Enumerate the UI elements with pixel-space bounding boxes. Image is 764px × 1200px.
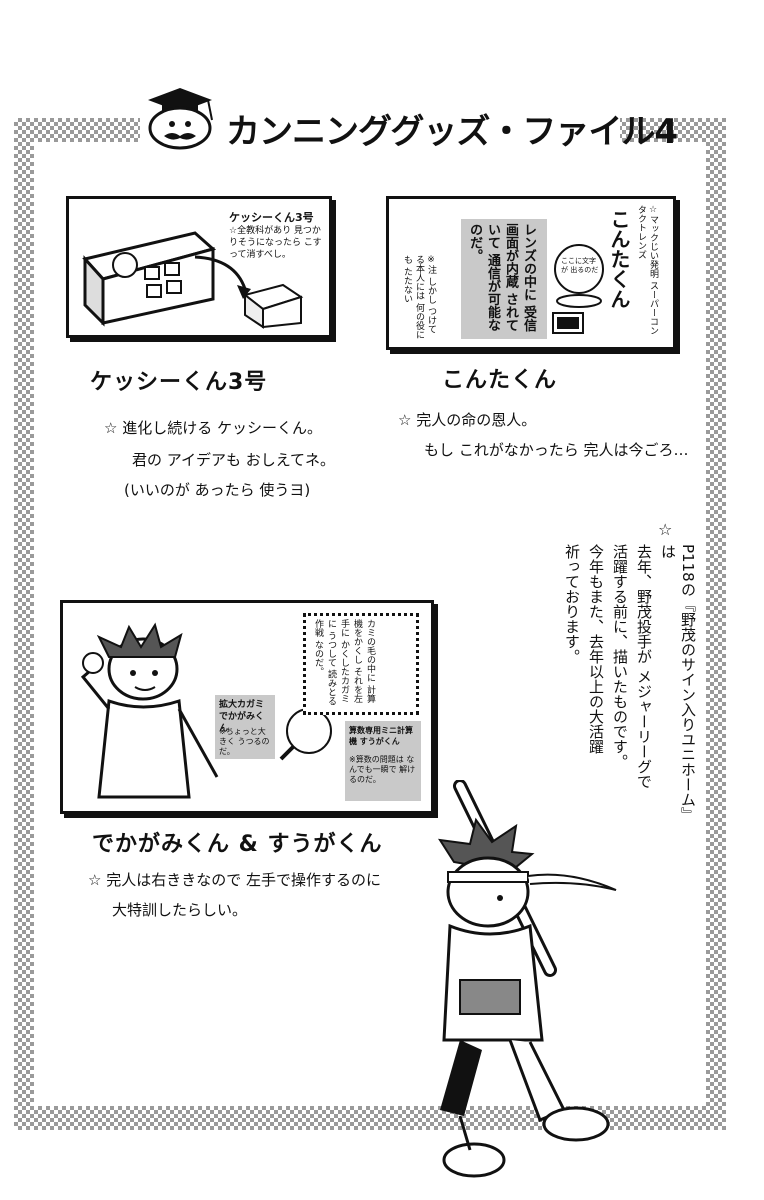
- side-note-line-1: P118の『野茂のサイン入りユニホーム』は: [659, 544, 697, 822]
- kesshi-caption: ケッシーくん3号: [90, 370, 268, 395]
- side-note: ☆ P118の『野茂のサイン入りユニホーム』は 去年、野茂投手が メジャーリーグ…: [530, 520, 697, 822]
- calculator-box: [345, 721, 421, 801]
- kontakun-text-box: [461, 219, 547, 339]
- kontakun-maker: ☆マックじい発明 スーパーコンタクトレンズ: [636, 205, 658, 335]
- lens-screen-text: ここに文字が 出るのだ: [561, 257, 599, 274]
- kontakun-product-name: こんたくん: [607, 209, 631, 309]
- dekagami-comment-2: 大特訓したらしい。: [112, 901, 248, 919]
- kontakun-note: ※注 しかし つけてる本人には 何の役にも たたない: [402, 255, 436, 339]
- page-title: カンニンググッズ・ファイル4: [226, 112, 678, 152]
- kontakun-comment-2: もし これがなかったら 完人は今ごろ…: [424, 441, 689, 459]
- calc-text: カミの毛の中に 計算機をかくし それを左手に かくしたカガミに うつして 読みと…: [313, 619, 375, 706]
- side-note-line-2: 去年、野茂投手が メジャーリーグで: [635, 544, 653, 789]
- kontakun-comment-1: ☆ 完人の命の恩人。: [398, 411, 537, 429]
- side-note-star: ☆: [658, 520, 673, 539]
- kesshi-comment-2: 君の アイデアも おしえてネ。: [132, 451, 336, 469]
- panel-dekagami: 拡大カガミ でかがみくん ※ちょっと大きく うつるのだ。 カミの毛の中に 計算機…: [60, 600, 434, 814]
- contact-lens-illustration: [552, 244, 604, 334]
- dekagami-caption: でかがみくん & すうがくん: [92, 832, 383, 857]
- side-note-line-3: 活躍する前に、描いたものです。: [611, 544, 629, 769]
- kesshi-comment-1: ☆ 進化し続ける ケッシーくん。: [104, 419, 322, 437]
- kesshi-device-label: ケッシーくん3号: [229, 209, 314, 225]
- title-area: [140, 78, 620, 158]
- kontakun-caption: こんたくん: [442, 368, 558, 393]
- kesshi-comment-3: (いいのが あったら 使うヨ): [124, 481, 311, 499]
- dekagami-comment-1: ☆ 完人は右ききなので 左手で操作するのに: [88, 871, 381, 889]
- side-note-line-5: 祈っております。: [563, 544, 581, 664]
- calculator-note: ※算数の問題は なんでも一瞬で 解けるのだ。: [349, 755, 416, 784]
- kesshi-device-note: ☆全教科があり 見つかりそうになったら こすって消すべし。: [229, 225, 325, 261]
- boy-illustration: [80, 622, 219, 799]
- eraser-device-illustration: [82, 231, 304, 329]
- magnifier-box: [215, 695, 275, 759]
- kontakun-main-text: レンズの中に 受信画面が内蔵 されていて 通信が可能なのだ。: [467, 223, 536, 332]
- mascot-icon: [148, 88, 213, 150]
- magnifier-label: 拡大カガミ でかがみくん: [219, 700, 265, 734]
- panel-kesshi: ケッシーくん3号 ☆全教科があり 見つかりそうになったら こすって消すべし。: [66, 196, 332, 338]
- magnifier-mirror-icon: [279, 708, 332, 761]
- side-note-line-4: 今年もまた、去年以上の大活躍: [587, 544, 605, 754]
- panel-kontakun: レンズの中に 受信画面が内蔵 されていて 通信が可能なのだ。 ※注 しかし つけ…: [386, 196, 676, 350]
- calc-text-box: [303, 613, 419, 715]
- calculator-label: 算数専用ミニ計算機 すうがくん: [349, 726, 413, 746]
- batter-illustration: [438, 780, 617, 1178]
- magnifier-note: ※ちょっと大きく うつるのだ。: [219, 727, 270, 756]
